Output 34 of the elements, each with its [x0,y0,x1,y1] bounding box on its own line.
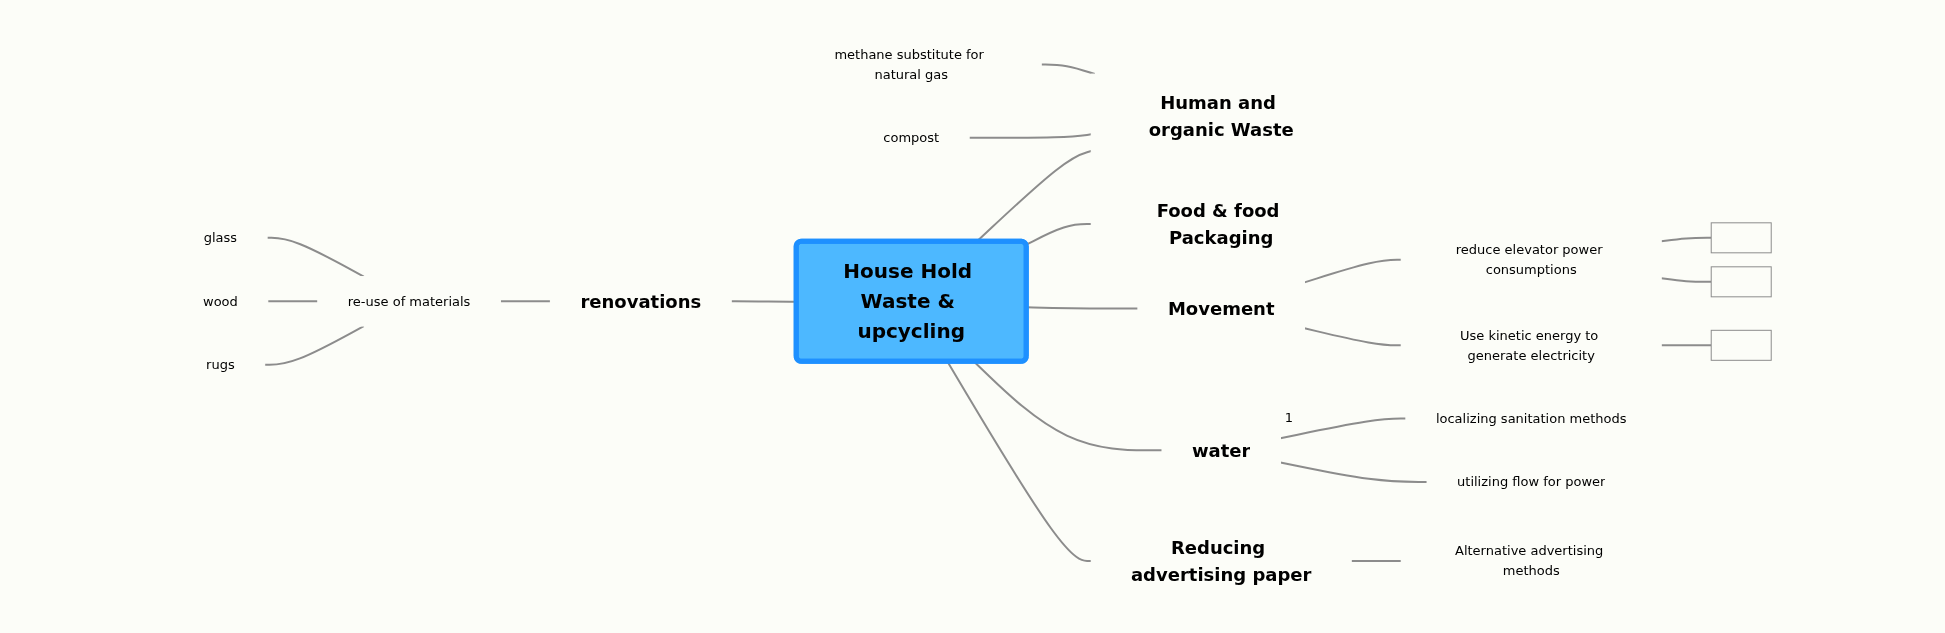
connector [1660,277,1713,283]
node-bar [1711,329,1773,361]
node-text: Alternative advertising methods [1455,543,1604,578]
node-text: reduce elevator power consumptions [1456,242,1603,277]
node-bar [1711,222,1773,254]
node-text: Food & food Packaging [1157,200,1280,249]
node-text: Human and organic Waste [1149,92,1295,141]
node-text: Use kinetic energy to generate electricity [1460,327,1599,363]
node-text: utilizing flow for power [1457,474,1606,490]
connector [1303,327,1403,347]
connector [1660,344,1713,347]
node-text: compost [883,130,940,146]
node-text: water [1192,439,1251,461]
connector [267,300,320,303]
node-text: rugs [206,357,236,373]
connector [968,133,1093,139]
node-text: glass [204,230,238,246]
node-text: wood [203,293,239,309]
node-bar [1711,266,1773,298]
connector [1279,461,1429,484]
node-text: renovations [580,290,702,312]
node-note: 1 [1284,409,1294,425]
node-text: Movement [1168,298,1275,320]
node-text: methane substitute for natural gas [834,47,985,82]
connector [1303,258,1403,284]
connector [1025,223,1093,246]
connector [499,300,552,303]
connector [266,236,366,278]
connector [1660,236,1713,243]
node-text: re-use of materials [348,293,471,309]
node-text: localizing sanitation methods [1436,410,1627,426]
connector [1279,417,1408,440]
connector [1350,559,1403,562]
node-text: Reducing advertising paper [1131,536,1312,585]
